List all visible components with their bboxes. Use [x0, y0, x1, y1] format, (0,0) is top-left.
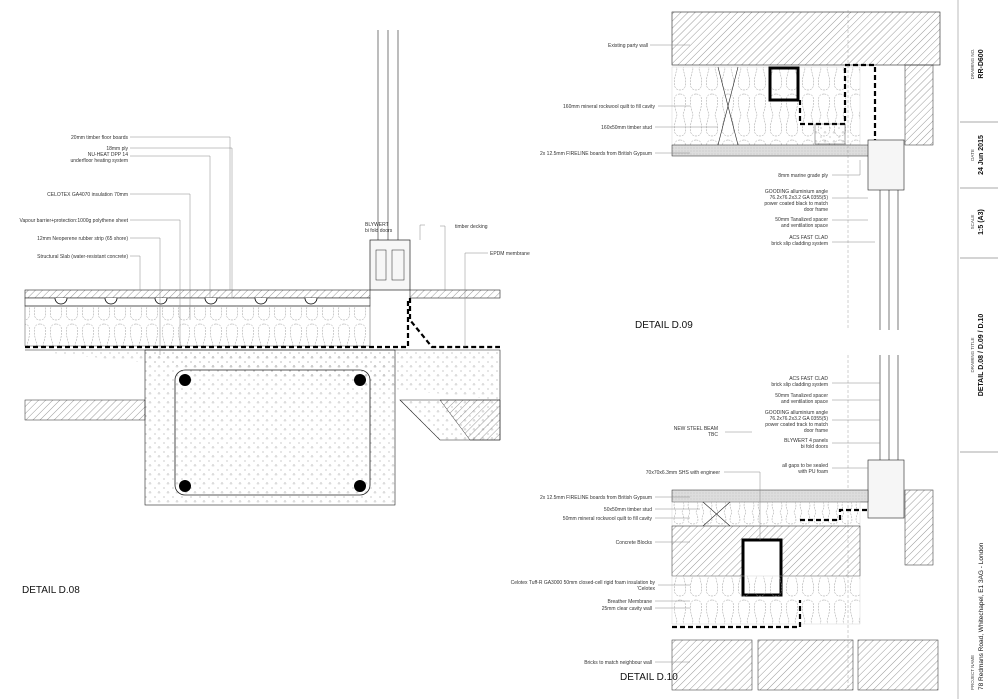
label-nuheat-sub: underfloor heating system	[70, 158, 128, 164]
d09-leaders	[650, 44, 875, 243]
label-timber-decking: timber decking	[455, 224, 488, 230]
label-spacer-d10-2: and ventilation space	[781, 399, 828, 405]
bricks	[671, 639, 939, 691]
rebar-cage	[174, 369, 371, 496]
membrane-d10	[800, 508, 868, 522]
label-vapour-barrier: Vapour barrier+protection:1000g polythen…	[20, 218, 129, 224]
label-gaps-2: with PU foam	[798, 469, 828, 475]
label-gooding-d10-3: power coated track to match	[765, 422, 828, 428]
label-shs: 70x70x6.3mm SHS with engineer	[646, 470, 721, 476]
label-stud-d10: 50x50mm timber stud	[604, 507, 652, 513]
label-blywert-sub: bi fold doors	[365, 228, 393, 234]
label-gooding-2: 76.2x76.2x3.2 GA 0355(5)	[770, 195, 829, 201]
ply-layer	[24, 297, 371, 307]
timber-decking	[409, 289, 501, 299]
celotex-d10	[671, 575, 861, 625]
label-slab: Structural Slab (water-resistant concret…	[37, 254, 128, 260]
membrane-d09	[798, 63, 877, 140]
date: 24 Jun 2015	[978, 135, 985, 175]
label-rockwool: 160mm mineral rockwool quilt to fill cav…	[563, 104, 655, 110]
fireline-boards-d10	[671, 489, 869, 503]
label-celotex-d10: Celotex Tuff-R GA3000 50mm closed-cell r…	[511, 580, 656, 586]
label-blywert: BLYWERT	[365, 222, 389, 228]
date-label: DATE	[970, 149, 975, 161]
timber-stud	[717, 66, 739, 146]
label-blywert-d10-2: bi fold doors	[801, 444, 829, 450]
ground-hatch-right	[439, 399, 501, 441]
project-name: 78 Redmans Road, Whitechapel, E1 3AG - L…	[978, 542, 985, 690]
ground-hatch-left	[24, 399, 146, 421]
label-rockwool-d10: 50mm mineral rockwool quilt to fill cavi…	[563, 516, 653, 522]
label-gaps: all gaps to be sealed	[782, 463, 828, 469]
label-breather: Breather Membrane	[608, 599, 653, 605]
label-gooding-d10: GOODING alluminium angle	[765, 410, 828, 416]
door-frame-d09	[867, 139, 905, 330]
label-acs-2: brick slip cladding system	[771, 241, 828, 247]
heating-pipes	[54, 297, 318, 305]
cladding-d10	[904, 489, 934, 566]
drawing-title-label: DRAWING TITLE	[970, 337, 975, 372]
label-gooding-4: door frame	[804, 207, 828, 213]
label-gooding-d10-2: 76.2x76.2x3.2 GA 0355(5)	[770, 416, 829, 422]
label-blywert-d10: BLYWERT 4 panels	[784, 438, 828, 444]
label-ply: 18mm ply	[106, 146, 128, 152]
label-epdm: EPDM membrane	[490, 251, 530, 257]
label-timber-stud: 160x50mm timber stud	[601, 125, 652, 131]
title-block: DRAWING NO. RR-D600 DATE 24 Jun 2015 SCA…	[957, 0, 998, 699]
door-frame-d10	[867, 355, 905, 519]
label-acs-d10-2: brick slip cladding system	[771, 382, 828, 388]
label-fireline-d10: 2x 12.5mm FIRELINE boards from British G…	[540, 495, 652, 501]
cladding-d09	[904, 64, 934, 146]
label-cavity: 25mm clear cavity wall	[602, 606, 652, 612]
d08-leaders	[130, 136, 488, 355]
detail-d10: ACS FAST CLAD brick slip cladding system…	[511, 355, 939, 691]
label-celotex-d10-2: 'Celotex	[637, 586, 655, 592]
epdm-membrane	[408, 298, 500, 349]
label-spacer-d10: 50mm Tanalized spacer	[775, 393, 828, 399]
label-nuheat: NU-HEAT DPP 14	[88, 152, 129, 158]
brick-slip	[814, 123, 846, 145]
label-neoprene: 12mm Neoperene rubber strip (65 shore)	[37, 236, 128, 242]
rockwool-d10	[671, 501, 861, 527]
scale: 1:5 (A3)	[978, 209, 985, 235]
celotex-insulation	[24, 305, 371, 347]
scale-label: SCALE	[970, 215, 975, 230]
label-steel-beam-2: TBC	[708, 432, 718, 438]
drawing-no-label: DRAWING NO.	[970, 49, 975, 80]
drawing-no: RR-D600	[978, 49, 985, 78]
label-spacer: 50mm Tanalized spacer	[775, 217, 828, 223]
floor-boards	[24, 289, 371, 299]
label-concrete-blocks: Concrete Blocks	[616, 540, 653, 546]
drawing-title: DETAIL D.08 / D.09 / D.10	[978, 314, 985, 397]
project-label: PROJECT NAME	[970, 655, 975, 690]
label-gooding-3: power coated black to match	[764, 201, 828, 207]
label-bricks: Bricks to match neighbour wall	[584, 660, 652, 666]
detail-d08-title: DETAIL D.08	[22, 585, 80, 596]
d10-leaders	[655, 382, 880, 663]
rebar-bars	[179, 374, 366, 492]
label-marine-ply: 8mm marine grade ply	[778, 173, 828, 179]
fireline-boards	[671, 144, 873, 157]
label-steel-beam: NEW STEEL BEAM	[674, 426, 718, 432]
label-gooding-d10-4: door frame	[804, 428, 828, 434]
detail-d09: Existing party wall 160mm mineral rockwo…	[540, 10, 941, 331]
timber-stud-d10	[702, 501, 731, 527]
label-celotex: CELOTEX GA4070 insulation 70mm	[47, 192, 128, 198]
label-floor-boards: 20mm timber floor boards	[71, 135, 128, 141]
label-acs: ACS FAST CLAD	[789, 235, 828, 241]
label-party-wall: Existing party wall	[608, 43, 648, 49]
steel-shs	[768, 66, 800, 102]
label-fireline: 2x 12.5mm FIRELINE boards from British G…	[540, 151, 652, 157]
label-acs-d10: ACS FAST CLAD	[789, 376, 828, 382]
party-wall	[671, 11, 941, 66]
label-spacer-2: and ventilation space	[781, 223, 828, 229]
label-gooding: GOODING alluminium angle	[765, 189, 828, 195]
breather-membrane	[672, 600, 802, 629]
detail-d09-title: DETAIL D.09	[635, 320, 693, 331]
bifold-door-frame	[369, 30, 411, 291]
detail-d08: 20mm timber floor boards 18mm ply NU-HEA…	[20, 30, 530, 596]
detail-d10-title: DETAIL D.10	[620, 672, 678, 683]
